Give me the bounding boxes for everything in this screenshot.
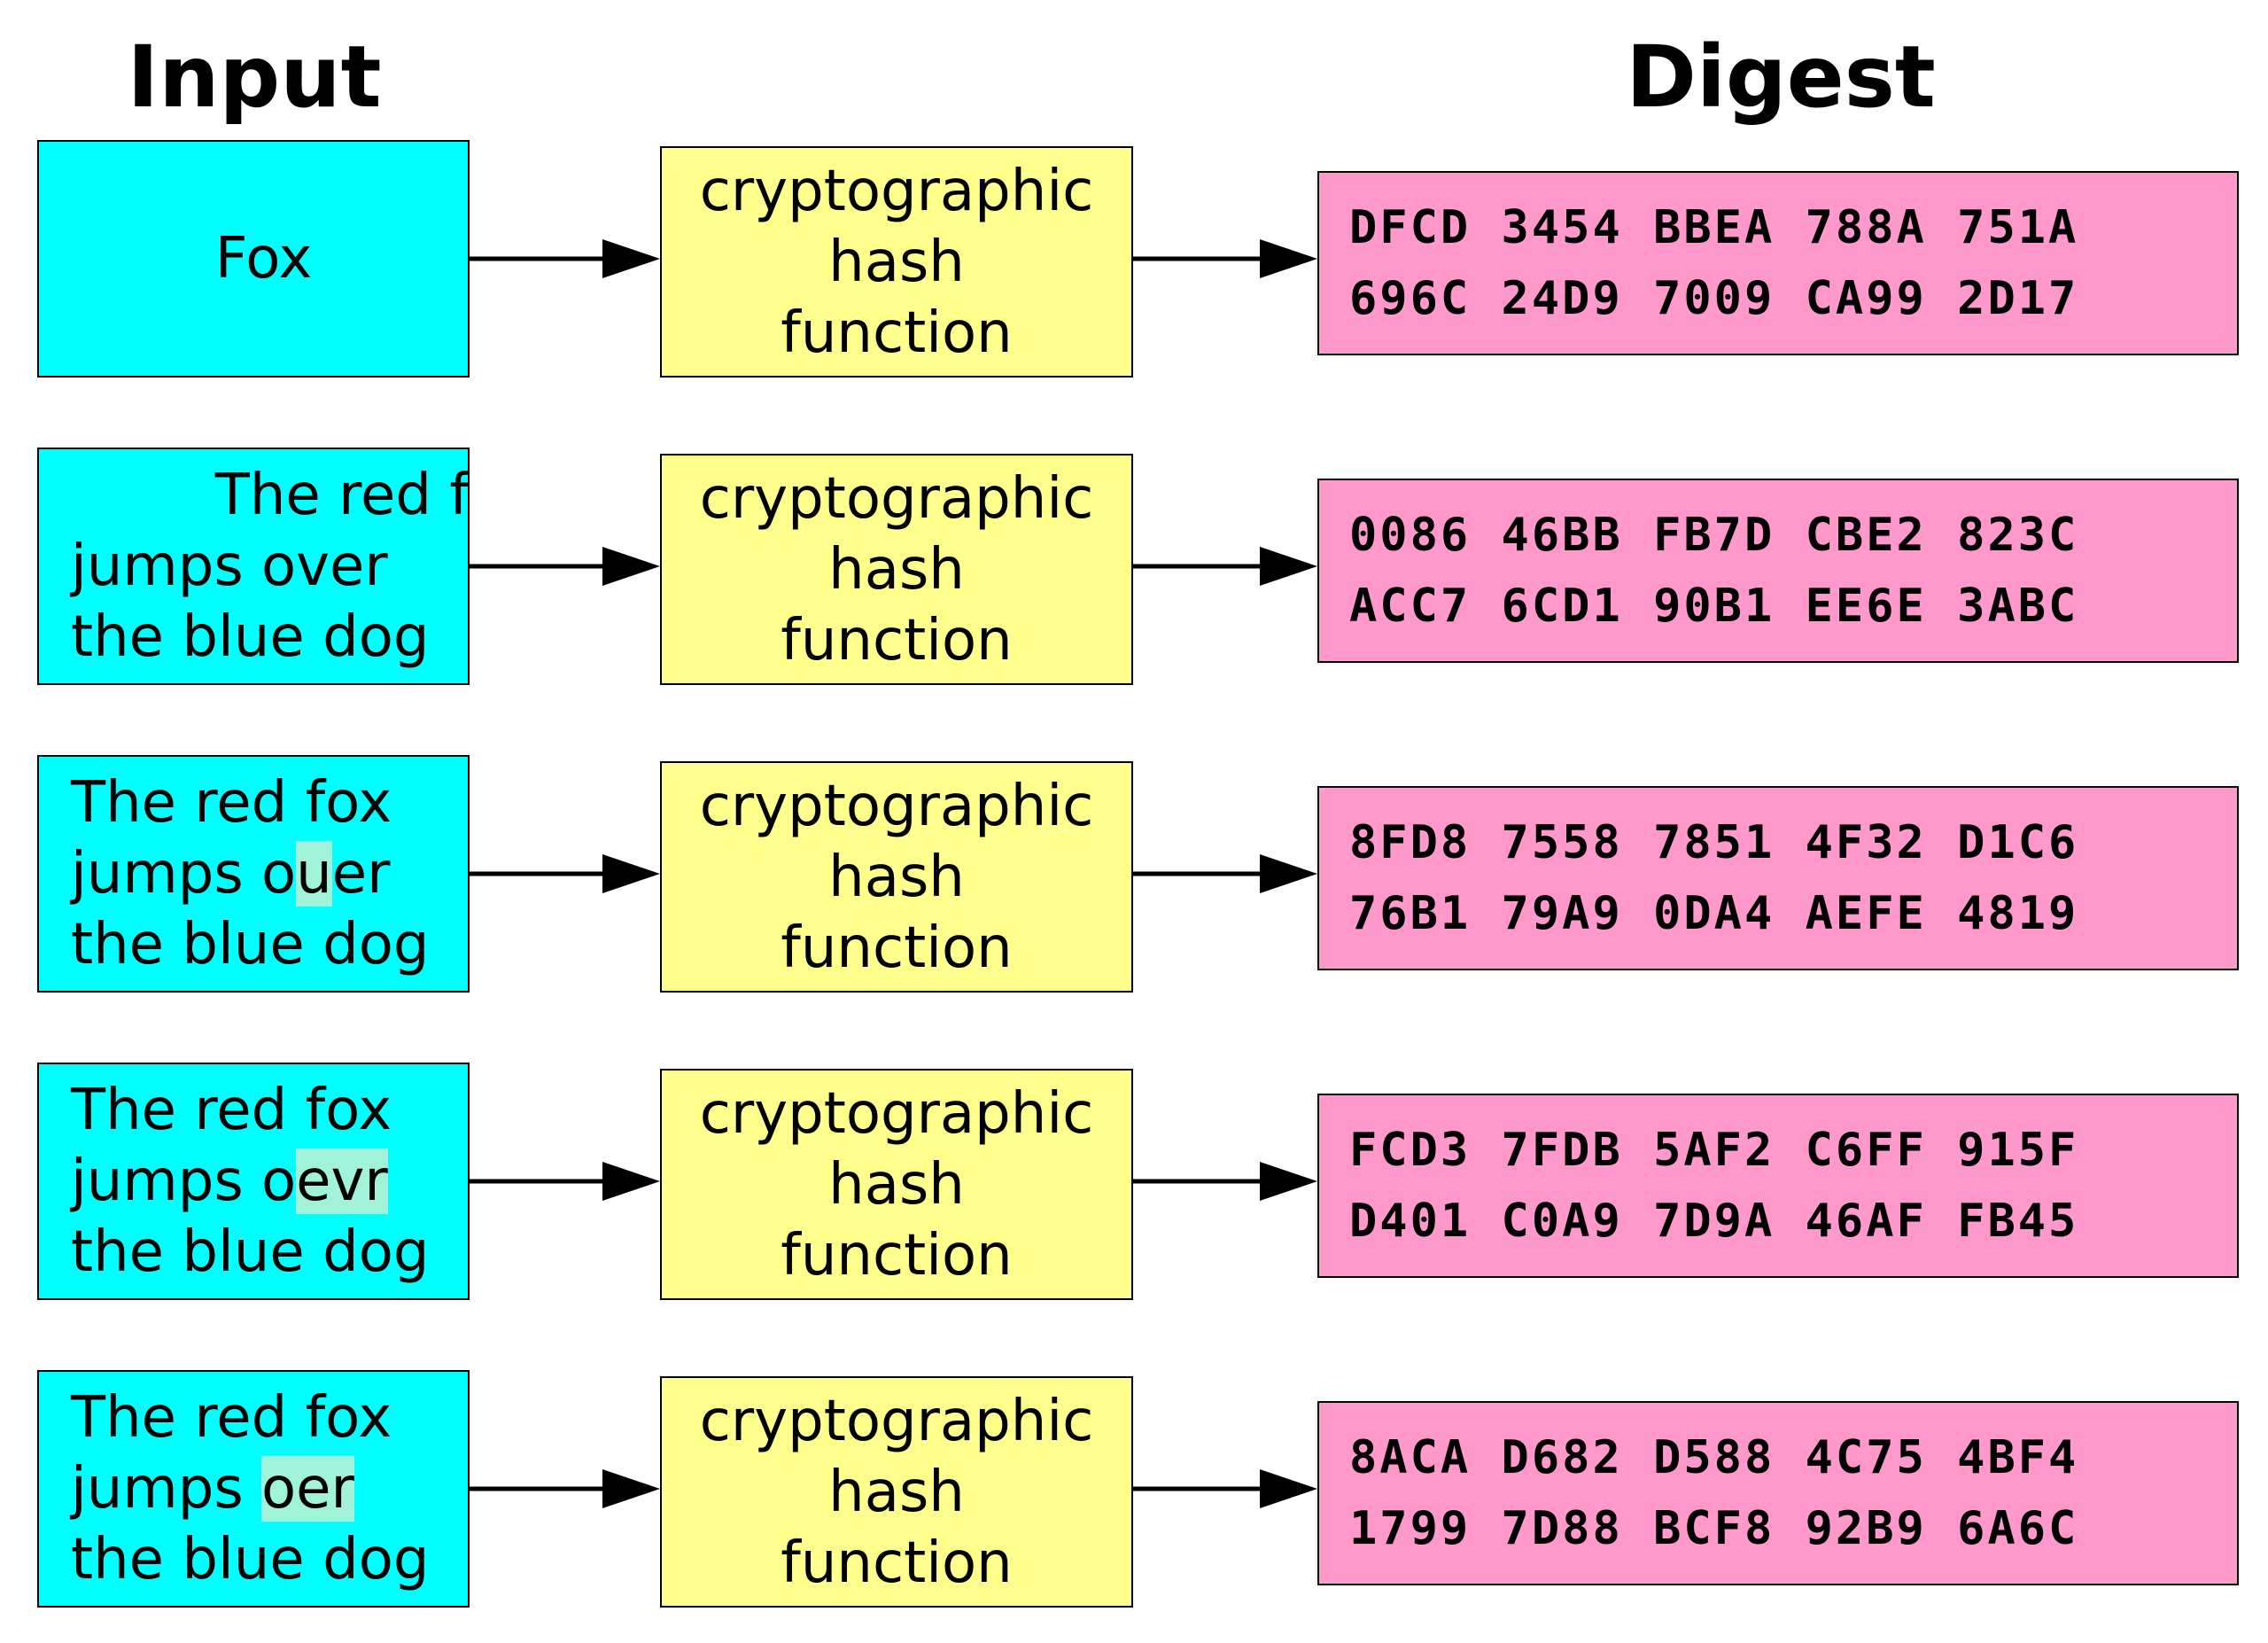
input-text-segment: Fox bbox=[214, 226, 313, 292]
digest-value: FCD3 7FDB 5AF2 C6FF 915F D401 C0A9 7D9A … bbox=[1349, 1124, 2079, 1248]
arrow-icon bbox=[1133, 854, 1317, 893]
digest-box: DFCD 3454 BBEA 788A 751A 696C 24D9 7009 … bbox=[1317, 171, 2239, 355]
input-text-segment: The red fox jumps o bbox=[71, 1078, 392, 1214]
input-text-segment: The red fox jumps bbox=[71, 1385, 392, 1522]
input-text: The red fox jumps over the blue dog bbox=[71, 449, 470, 683]
input-column-header: Input bbox=[127, 27, 382, 127]
digest-box: 0086 46BB FB7D CBE2 823C ACC7 6CD1 90B1 … bbox=[1317, 479, 2239, 663]
input-text-segment: The red fox jumps over the blue dog bbox=[71, 463, 470, 670]
digest-value: 8ACA D682 D588 4C75 4BF4 1799 7D88 BCF8 … bbox=[1349, 1431, 2079, 1555]
input-text: The red fox jumps oevr the blue dog bbox=[71, 1075, 429, 1288]
hash-function-label: cryptographic hash function bbox=[699, 773, 1094, 981]
arrow-icon bbox=[470, 854, 660, 893]
changed-text-highlight: u bbox=[296, 841, 332, 907]
digest-column-header: Digest bbox=[1626, 27, 1936, 127]
digest-box: FCD3 7FDB 5AF2 C6FF 915F D401 C0A9 7D9A … bbox=[1317, 1094, 2239, 1278]
input-text-segment: er the blue dog bbox=[71, 841, 430, 977]
input-text-segment: The red fox jumps o bbox=[71, 770, 392, 907]
arrow-icon bbox=[1133, 1162, 1317, 1201]
input-text-segment: the blue dog bbox=[71, 1219, 430, 1285]
changed-text-highlight: evr bbox=[296, 1149, 388, 1214]
hash-row: The red fox jumps oer the blue dog crypt… bbox=[0, 1370, 2268, 1611]
arrow-icon bbox=[470, 239, 660, 278]
input-box: The red fox jumps over the blue dog bbox=[37, 448, 470, 685]
hash-function-box: cryptographic hash function bbox=[660, 1376, 1133, 1608]
input-box: The red fox jumps oevr the blue dog bbox=[37, 1063, 470, 1300]
input-text: Fox bbox=[71, 152, 313, 365]
input-box: Fox bbox=[37, 140, 470, 378]
hash-row: The red fox jumps oevr the blue dog cryp… bbox=[0, 1063, 2268, 1304]
input-box: The red fox jumps ouer the blue dog bbox=[37, 755, 470, 993]
digest-value: DFCD 3454 BBEA 788A 751A 696C 24D9 7009 … bbox=[1349, 201, 2079, 325]
changed-text-highlight: oer bbox=[261, 1456, 354, 1522]
arrow-icon bbox=[470, 547, 660, 586]
hash-row: Fox cryptographic hash function DFCD 345… bbox=[0, 140, 2268, 381]
hash-function-box: cryptographic hash function bbox=[660, 761, 1133, 993]
digest-box: 8FD8 7558 7851 4F32 D1C6 76B1 79A9 0DA4 … bbox=[1317, 786, 2239, 970]
arrow-icon bbox=[1133, 239, 1317, 278]
hash-function-box: cryptographic hash function bbox=[660, 146, 1133, 378]
input-box: The red fox jumps oer the blue dog bbox=[37, 1370, 470, 1608]
hash-row: The red fox jumps ouer the blue dog cryp… bbox=[0, 755, 2268, 996]
arrow-icon bbox=[470, 1469, 660, 1508]
arrow-icon bbox=[1133, 1469, 1317, 1508]
hash-function-label: cryptographic hash function bbox=[699, 1080, 1094, 1289]
hash-row: The red fox jumps over the blue dog cryp… bbox=[0, 448, 2268, 689]
arrow-icon bbox=[470, 1162, 660, 1201]
input-text: The red fox jumps oer the blue dog bbox=[71, 1382, 429, 1595]
digest-box: 8ACA D682 D588 4C75 4BF4 1799 7D88 BCF8 … bbox=[1317, 1401, 2239, 1585]
hash-function-box: cryptographic hash function bbox=[660, 454, 1133, 685]
hash-function-box: cryptographic hash function bbox=[660, 1069, 1133, 1300]
digest-value: 0086 46BB FB7D CBE2 823C ACC7 6CD1 90B1 … bbox=[1349, 509, 2079, 633]
input-text-segment: the blue dog bbox=[71, 1527, 430, 1592]
arrow-icon bbox=[1133, 547, 1317, 586]
hash-function-label: cryptographic hash function bbox=[699, 1388, 1094, 1596]
digest-value: 8FD8 7558 7851 4F32 D1C6 76B1 79A9 0DA4 … bbox=[1349, 816, 2079, 940]
hash-function-label: cryptographic hash function bbox=[699, 158, 1094, 366]
hash-function-label: cryptographic hash function bbox=[699, 465, 1094, 674]
input-text: The red fox jumps ouer the blue dog bbox=[71, 767, 429, 980]
